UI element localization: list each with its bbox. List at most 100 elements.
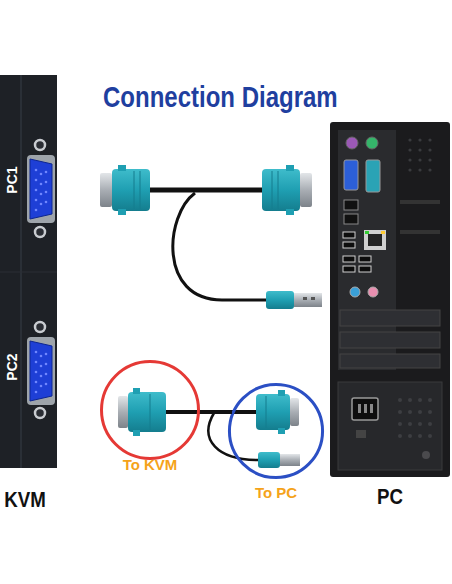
vga-port — [35, 322, 45, 332]
kvm-cable — [286, 209, 294, 215]
kvm-cable — [112, 169, 150, 211]
kvm-cable — [150, 188, 262, 193]
vga-port — [45, 373, 48, 376]
kvm-cable — [278, 171, 279, 209]
pc-tower — [418, 422, 422, 426]
pc-tower — [366, 137, 378, 149]
vga-port — [27, 337, 55, 405]
kvm-cable — [118, 209, 126, 215]
kvm-cable — [100, 173, 112, 207]
vga-port — [40, 355, 43, 358]
vga-port — [35, 351, 48, 394]
pc-tower — [340, 332, 440, 348]
vga-port — [35, 351, 38, 354]
pc-tower — [359, 266, 371, 272]
circle-outline — [229, 384, 322, 477]
pc-tower — [400, 230, 440, 234]
highlight-circle: To KVM — [100, 360, 200, 460]
pc-tower — [356, 430, 366, 438]
kvm-cable — [118, 165, 126, 171]
vga-port — [45, 383, 48, 386]
kvm-cable — [150, 394, 151, 430]
vga-port — [35, 371, 38, 374]
pc-tower — [400, 200, 440, 204]
pc-tower — [418, 138, 421, 141]
pc-tower — [343, 256, 355, 262]
pc-tower — [343, 242, 355, 248]
vga-port — [35, 381, 38, 384]
vga-port — [35, 179, 38, 182]
pc-tower — [408, 410, 412, 414]
pc-tower — [408, 138, 411, 141]
vga-port — [35, 140, 45, 150]
vga-port — [35, 189, 38, 192]
kvm-panel — [0, 75, 57, 468]
vga-port — [45, 363, 48, 366]
pc-tower — [370, 404, 373, 413]
pc-tower — [350, 287, 360, 297]
vga-port — [45, 171, 48, 174]
kvm-cable — [272, 171, 273, 209]
pc-tower — [364, 230, 386, 250]
cable-link — [200, 410, 232, 414]
pc-tower — [408, 138, 431, 171]
pc-tower — [418, 434, 422, 438]
connector-label: To PC — [216, 483, 336, 503]
pc-tower — [358, 404, 361, 413]
vga-port — [40, 203, 43, 206]
highlight-circle: To PC — [228, 383, 324, 479]
vga-port — [45, 353, 48, 356]
kvm-cable — [133, 430, 140, 436]
pc-tower — [330, 122, 450, 477]
pc-tower — [365, 231, 369, 234]
port-label: PC2 — [2, 347, 22, 387]
kvm-cable — [290, 398, 299, 426]
vga-port — [35, 209, 38, 212]
kvm-switch: PC1PC2KVM — [0, 75, 57, 468]
pc-tower — [338, 382, 442, 470]
pc-tower — [408, 398, 412, 402]
kvm-cable — [133, 388, 140, 394]
vga-port — [27, 155, 55, 223]
pc-tower — [408, 434, 412, 438]
pc-tower — [418, 168, 421, 171]
kvm-cable — [300, 173, 312, 207]
pc-tower — [359, 256, 371, 262]
pc-tower — [344, 200, 358, 210]
vga-port — [35, 169, 38, 172]
kvm-cable — [134, 171, 135, 209]
pc-tower — [408, 158, 411, 161]
kvm-panel — [0, 272, 57, 273]
kvm-cable — [266, 291, 294, 309]
vga-port — [35, 227, 45, 237]
pc-tower — [398, 410, 402, 414]
diagram-title: Connection Diagram — [103, 80, 338, 114]
kvm-cable — [266, 396, 267, 428]
kvm-cable — [278, 428, 285, 434]
circle-outline — [228, 383, 324, 479]
vga-port — [40, 385, 43, 388]
circle-outline — [102, 362, 199, 459]
kvm-cable — [262, 169, 300, 211]
vga-port — [40, 365, 43, 368]
kvm-cable — [256, 394, 290, 430]
vga-port — [30, 341, 52, 401]
vga-port — [40, 183, 43, 186]
pc-tower — [398, 398, 432, 438]
pc-tower — [428, 148, 431, 151]
kvm-panel — [0, 75, 57, 468]
device-label: PC — [365, 485, 416, 509]
kvm-cable — [294, 293, 322, 307]
kvm-cable — [140, 171, 141, 209]
pc-tower — [344, 214, 358, 224]
connector-label: To KVM — [90, 455, 210, 475]
pc-tower — [352, 398, 378, 420]
pc-tower — [398, 434, 402, 438]
pc-tower — [418, 148, 421, 151]
circle-outline — [100, 360, 200, 460]
kvm-cable — [278, 390, 285, 396]
kvm-cable — [258, 452, 280, 468]
pc-tower — [428, 410, 432, 414]
pc-tower — [344, 160, 358, 190]
